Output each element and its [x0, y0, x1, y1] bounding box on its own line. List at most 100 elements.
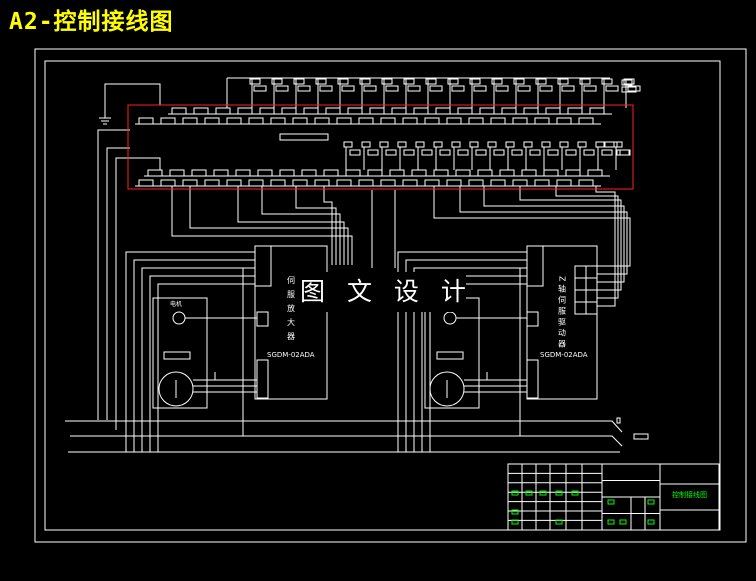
terminal	[512, 117, 528, 125]
title-block-mark	[511, 509, 519, 515]
relay-contact	[297, 85, 311, 92]
relay-contact	[601, 149, 613, 156]
relay-contact	[613, 141, 623, 148]
terminal	[567, 107, 583, 115]
motor-leads	[193, 372, 527, 393]
relay-contact	[249, 78, 261, 85]
title-block-mark	[619, 519, 627, 525]
terminal	[191, 169, 207, 177]
relay-contact	[601, 78, 613, 85]
terminal	[171, 107, 187, 115]
relay-contact	[421, 149, 433, 156]
relay-contact	[616, 149, 630, 156]
terminal	[248, 179, 264, 187]
relay-contact	[513, 78, 525, 85]
relay-contact	[359, 78, 371, 85]
terminal	[292, 179, 308, 187]
terminal	[257, 169, 273, 177]
terminal	[138, 179, 154, 187]
relay-contact	[429, 85, 443, 92]
relay-contact	[367, 149, 379, 156]
terminal	[147, 169, 163, 177]
relay-contact	[275, 85, 289, 92]
relay-contact	[605, 85, 619, 92]
relay-contact	[583, 85, 597, 92]
outer-frame	[34, 48, 747, 543]
terminal	[402, 179, 418, 187]
terminal-strips	[135, 77, 641, 187]
terminal	[138, 117, 154, 125]
terminal	[534, 179, 550, 187]
relay-contact	[529, 149, 541, 156]
terminal	[270, 179, 286, 187]
relay-contact	[505, 141, 515, 148]
terminal	[479, 107, 495, 115]
relay-contact	[475, 149, 487, 156]
terminal	[565, 169, 581, 177]
terminal	[380, 179, 396, 187]
title-block-mark	[511, 490, 519, 496]
terminal	[323, 169, 339, 177]
terminal	[235, 169, 251, 177]
terminal	[303, 107, 319, 115]
relay-contact	[457, 149, 469, 156]
terminal	[578, 117, 594, 125]
terminal	[358, 117, 374, 125]
relay-contact	[439, 149, 451, 156]
relay-contact	[559, 141, 569, 148]
terminal	[248, 117, 264, 125]
terminal	[490, 179, 506, 187]
relay-contact	[583, 149, 595, 156]
relay-contact	[577, 141, 587, 148]
terminal	[556, 117, 572, 125]
relay-contact	[547, 149, 559, 156]
relay-contact	[487, 141, 497, 148]
terminal	[424, 179, 440, 187]
relay-contact	[319, 85, 333, 92]
terminal	[424, 117, 440, 125]
terminal	[301, 169, 317, 177]
motor-box-left	[152, 297, 257, 409]
terminal	[446, 179, 462, 187]
title-block-mark	[525, 490, 533, 496]
ground-symbol	[99, 83, 161, 125]
relay-contact	[407, 85, 421, 92]
relay-contact	[604, 141, 618, 148]
relay-contact	[579, 78, 591, 85]
title-block-mark	[555, 519, 563, 525]
title-block-mark	[539, 490, 547, 496]
terminal	[358, 179, 374, 187]
terminal	[204, 179, 220, 187]
page-title: A2-控制接线图	[9, 9, 174, 35]
relay-contact	[565, 149, 577, 156]
terminal	[213, 169, 229, 177]
left-bus-cables	[97, 129, 161, 430]
terminal	[490, 117, 506, 125]
terminal	[468, 179, 484, 187]
relay-contact	[379, 141, 389, 148]
relay-contact	[491, 78, 503, 85]
terminal	[314, 179, 330, 187]
terminal	[281, 107, 297, 115]
relay-contact	[469, 141, 479, 148]
terminal	[534, 117, 550, 125]
terminal	[215, 107, 231, 115]
terminal	[523, 107, 539, 115]
relay-contact	[315, 78, 327, 85]
terminal	[325, 107, 341, 115]
drive-side-label-left: 伺服放大器	[287, 275, 296, 346]
terminal	[169, 169, 185, 177]
relay-contact	[343, 141, 353, 148]
relay-contact	[535, 78, 547, 85]
relay-contact	[293, 78, 305, 85]
relay-contact	[403, 78, 415, 85]
terminal	[270, 117, 286, 125]
terminal	[477, 169, 493, 177]
terminal	[499, 169, 515, 177]
relay-contact	[341, 85, 355, 92]
terminal	[292, 117, 308, 125]
highlight-frame	[127, 104, 634, 190]
terminal	[204, 117, 220, 125]
terminal	[402, 117, 418, 125]
relay-contact	[451, 141, 461, 148]
